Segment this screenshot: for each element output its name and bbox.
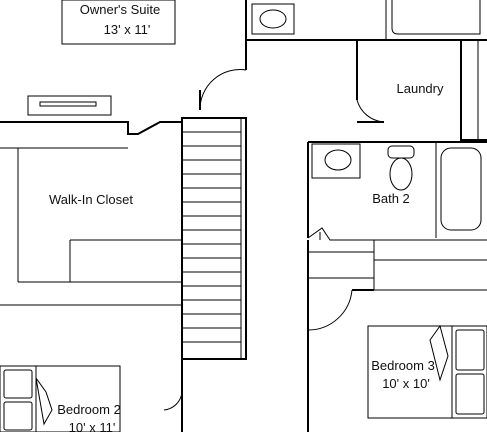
bedroom-2-name: Bedroom 2: [57, 402, 121, 417]
hall-closet: [307, 240, 487, 432]
owners-suite-size: 13' x 11': [104, 22, 151, 37]
bedroom-3-furniture: [367, 324, 487, 419]
bath-sink-icon: [324, 149, 352, 171]
bath-2-label: Bath 2: [372, 191, 410, 206]
owners-suite-name: Owner's Suite: [80, 2, 161, 17]
bedroom-3-size: 10' x 10': [382, 376, 430, 391]
toilet-icon: [389, 157, 413, 191]
stairs: [181, 117, 247, 432]
walk-in-closet-label: Walk-In Closet: [49, 192, 133, 207]
walk-in-closet-walls: [0, 121, 182, 306]
toilet-tank-icon: [387, 145, 415, 159]
top-right-fixtures: [245, 0, 487, 141]
laundry-label: Laundry: [397, 81, 444, 96]
hall-door: [199, 0, 247, 111]
bath-2-fixtures: [307, 141, 487, 241]
shelf: [27, 95, 112, 116]
bedroom-2-furniture: [0, 365, 183, 432]
owners-suite-label-box: [61, 0, 176, 45]
bedroom-3-name: Bedroom 3: [371, 358, 435, 373]
bedroom-2-size: 10' x 11': [69, 420, 116, 432]
sink-icon: [259, 9, 287, 29]
bathtub-icon: [440, 147, 482, 231]
